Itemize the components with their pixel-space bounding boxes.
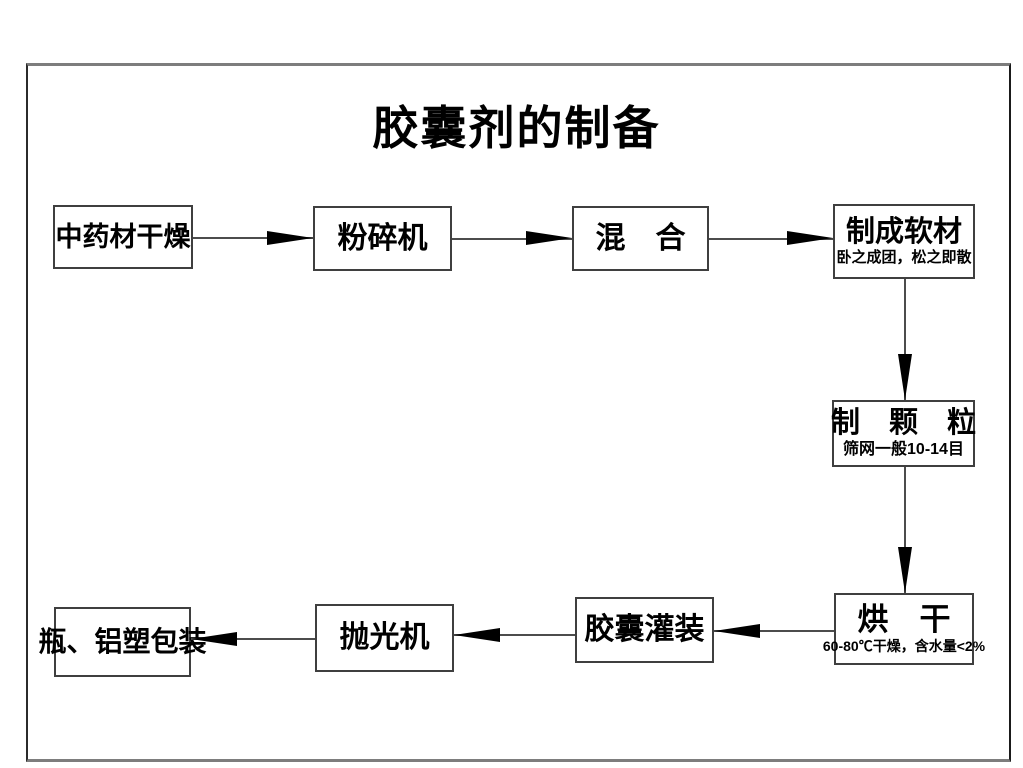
arrow-right-icon <box>267 231 313 245</box>
node-oven-drying: 烘 干 60-80℃干燥，含水量<2% <box>823 593 985 665</box>
node-soft-material: 制成软材 卧之成团，松之即散 <box>833 204 975 279</box>
connector-filling-to-polisher <box>454 634 575 636</box>
node-label: 烘 干 <box>857 601 951 637</box>
connector-soft-to-granulation <box>904 279 906 400</box>
connector-granulation-to-oven <box>904 467 906 593</box>
node-label: 中药材干燥 <box>55 221 191 252</box>
node-label: 制 颗 粒 <box>831 407 977 440</box>
arrow-right-icon <box>787 231 833 245</box>
node-granulation: 制 颗 粒 筛网一般10-14目 <box>831 400 977 467</box>
connector-herb-to-crusher <box>193 237 313 239</box>
node-capsule-filling: 胶囊灌装 <box>575 597 714 663</box>
node-crusher: 粉碎机 <box>313 206 452 271</box>
connector-mixing-to-soft <box>709 238 833 240</box>
diagram-title: 胶囊剂的制备 <box>372 102 661 154</box>
connector-oven-to-filling <box>714 630 834 632</box>
arrow-right-icon <box>526 231 572 245</box>
node-label: 粉碎机 <box>337 221 428 255</box>
node-note: 60-80℃干燥，含水量<2% <box>822 638 986 655</box>
node-polisher: 抛光机 <box>315 604 454 672</box>
node-note: 筛网一般10-14目 <box>843 440 964 458</box>
arrow-left-icon <box>191 632 237 646</box>
arrow-down-icon <box>898 547 912 593</box>
node-packaging: 瓶、铝塑包装 <box>39 607 207 677</box>
node-label: 胶囊灌装 <box>584 613 705 647</box>
node-label: 瓶、铝塑包装 <box>38 626 207 658</box>
arrow-left-icon <box>714 624 760 638</box>
node-herb-drying: 中药材干燥 <box>53 205 193 269</box>
connector-polisher-to-packaging <box>191 638 315 640</box>
connector-crusher-to-mixing <box>452 238 572 240</box>
node-label: 抛光机 <box>339 621 430 655</box>
node-label: 混 合 <box>595 221 686 255</box>
arrow-down-icon <box>898 354 912 400</box>
node-note: 卧之成团，松之即散 <box>836 249 972 267</box>
node-label: 制成软材 <box>845 215 962 248</box>
node-mixing: 混 合 <box>572 206 709 271</box>
arrow-left-icon <box>454 628 500 642</box>
